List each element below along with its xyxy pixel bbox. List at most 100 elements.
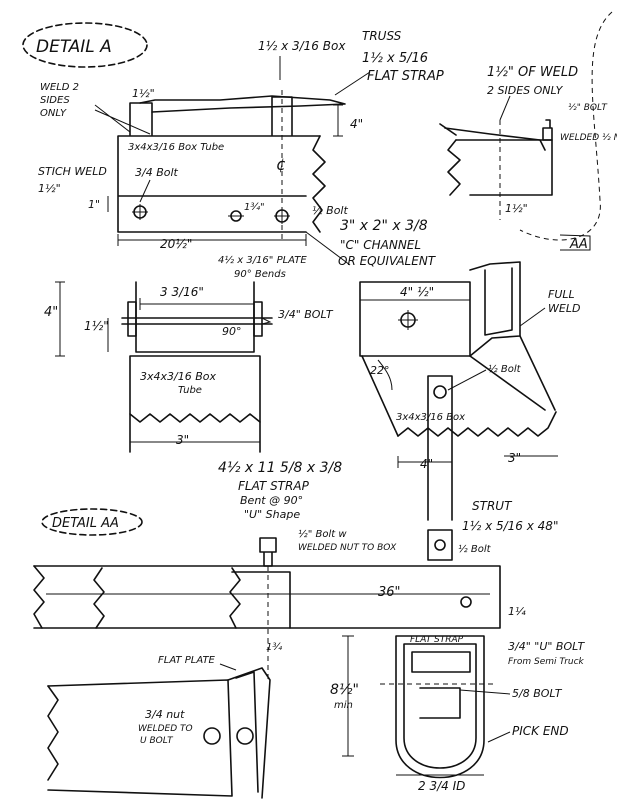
u-bolt-outer [395,635,485,779]
bolt-w-label-2: WELDED NUT TO BOX [298,543,397,553]
pick-end-label: PICK END [512,724,569,738]
dim-1half-top: 1½" [132,87,155,100]
dim-1-14: 1¼ [508,605,526,618]
lower-box-break [47,685,59,781]
u-bolt-nut-circle [203,727,221,745]
aa-box-bolt [460,596,472,608]
bolt-34-a-cross [132,204,148,220]
aa-long-box-break-3 [229,567,241,629]
nut-label-3: U BOLT [140,736,174,746]
truss-title: TRUSS [362,29,402,43]
full-weld-leader [519,307,546,327]
channel-equiv: OR EQUIVALENT [338,254,437,268]
detail-a-callout-ellipse [22,22,148,68]
box-tube-a [117,135,321,233]
channel-size: 3" x 2" x 3/8 [340,218,428,234]
box-tube-a-label: 3x4x3/16 Box Tube [128,142,224,153]
aa-long-box-break-2 [93,567,105,629]
bolt-34-a-label: 3/4 Bolt [135,166,179,179]
strut-label-2: 1½ x 5/16 x 48" [462,519,558,533]
truss-size: 1½ x 5/16 [362,51,428,66]
bolt-58-leader [459,689,511,695]
box-tube-a-break [312,135,326,233]
lower-box [47,679,233,797]
box-tube-b-break [129,413,261,423]
aa-callout-curve [519,11,613,241]
centerline-mark: ¢ [276,155,286,174]
u-bolt-side [227,667,271,799]
u-bolt-window [419,687,461,719]
center-box-post [271,96,293,136]
strap-bend: Bent @ 90° [240,494,303,507]
dim-20half-label: 20½" [160,237,192,251]
aa-strap-line [444,127,546,151]
bolt-34-b-thread [261,317,272,325]
aa-callout-box [559,234,591,251]
flat-plate-label: FLAT PLATE [158,655,216,666]
dim-3-bottom: 3" [176,433,189,447]
truss-leaders [279,56,371,96]
detail-aa-callout-ellipse [41,508,143,536]
bolt-34-b-label: 3/4" BOLT [278,308,334,321]
strap-type: FLAT STRAP [238,479,310,493]
weld-note-3: ONLY [40,108,67,119]
dim-3-316-line [139,298,255,310]
welded-nut-label: WELDED ½ NUT [560,133,617,143]
angle-22-label: 22° [370,364,390,377]
dim-4-right: 4" [420,457,433,471]
dim-4-left-line [55,281,65,357]
aa-box [455,139,553,196]
nut-label-1: 3/4 nut [145,708,185,721]
u-plate-nuts [127,301,263,337]
plate-label-2: 90° Bends [234,269,286,280]
dim-2-34: 2 3/4 ID [418,779,465,793]
dim-1-left: 1" [88,198,100,211]
bolt-34-a-leader [139,179,151,203]
dim-4-line [333,104,343,137]
aa-long-box [33,565,501,629]
aa-long-box-left-break [33,565,45,629]
angled-tube-break [397,411,557,437]
channel-flange [484,267,513,336]
full-weld-2: WELD [548,302,580,315]
angled-tube-edges [361,335,556,437]
box-tube-c-label: 3x4x3/16 Box [396,412,465,423]
weld-right-leader [499,95,511,121]
dim-8half: 8½" [330,682,359,698]
u-bolt-inner [403,643,477,769]
dim-36-label: 36" [378,585,401,600]
box-tube-b-label-2: Tube [178,385,202,396]
dim-20half-line [117,234,307,246]
truss-strap: FLAT STRAP [367,69,444,84]
dim-1-34-label: 1¾" [244,202,265,213]
bolt-cross-mid [228,208,290,224]
aa-bolt-nut [542,119,553,141]
weld-right-2: 2 SIDES ONLY [487,84,564,97]
channel-side [469,261,521,357]
full-weld-1: FULL [548,288,575,301]
detail-a-title: DETAIL A [36,37,112,57]
u-bolt-label-1: 3/4" "U" BOLT [508,640,586,653]
bolt-half-c-leader [447,369,487,391]
bolt-half-b-label: ½" BOLT [568,103,608,113]
top-bolt-nut [259,537,277,567]
flat-strap-top: FLAT STRAP [410,635,464,645]
strut-end-bolt [434,539,446,551]
detail-aa-title: DETAIL AA [52,516,119,531]
pick-end-leader [487,731,511,743]
aa-inner-box [231,571,291,629]
aa-mark: AA [569,237,588,252]
bolt-34-b-shaft [121,317,273,325]
dim-4half-mid: 4" ½" [400,285,434,299]
weld-leaders [94,104,151,135]
strut-end [427,529,453,561]
dim-3-right: 3" [508,451,521,465]
dim-1half-mid: 1½" [84,319,109,333]
bolt-half-c-label: ½ Bolt [488,363,522,375]
stitch-weld-length: 1½" [38,182,61,195]
channel-leader [305,231,351,266]
nut-label-2: WELDED TO [138,724,193,734]
bolt-w-label-1: ½" Bolt w [298,528,347,540]
aa-strap-end [439,123,457,136]
box-top-label: 1½ x 3/16 Box [258,39,346,53]
